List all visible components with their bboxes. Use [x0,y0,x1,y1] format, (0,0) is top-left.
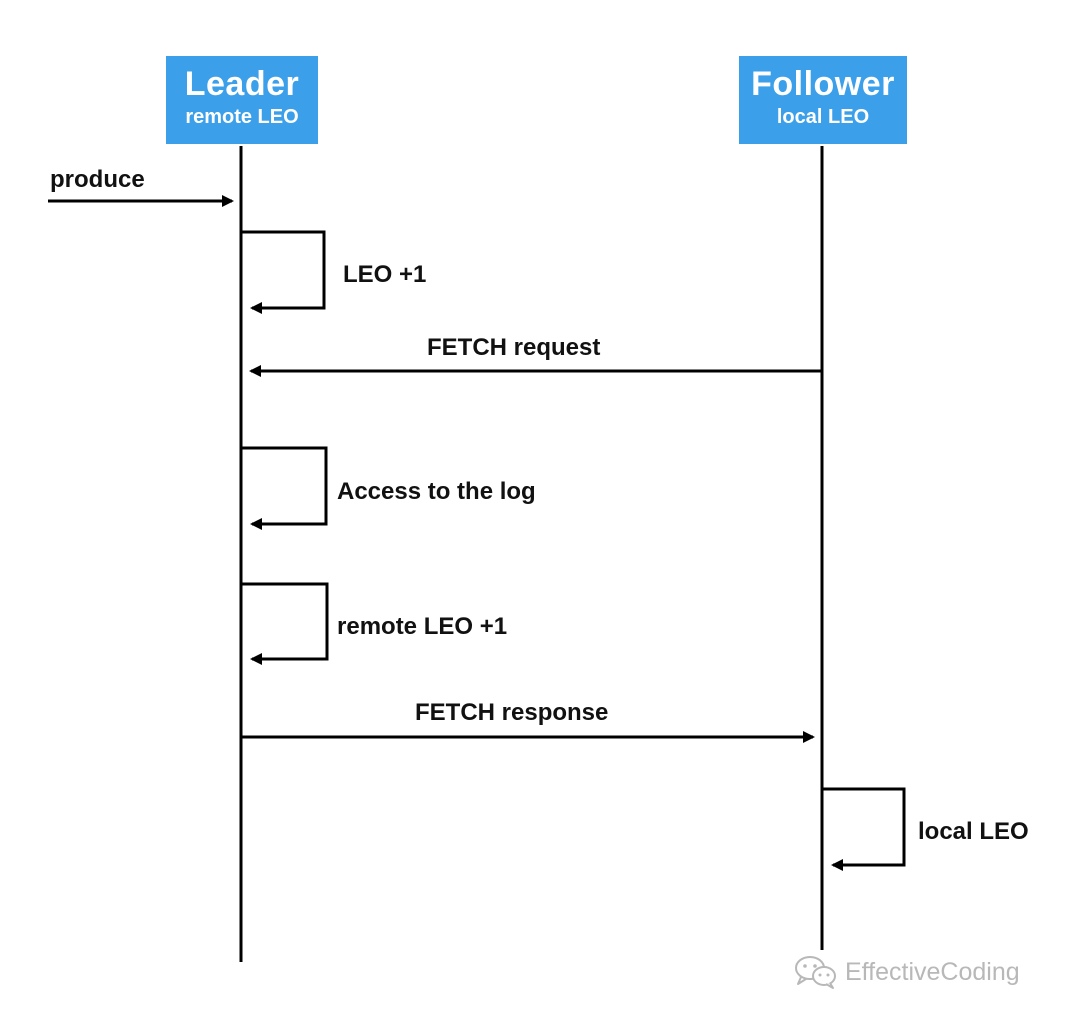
produce-label: produce [50,166,145,193]
leader-title: Leader [184,65,300,103]
fetch-response-label: FETCH response [415,699,609,726]
follower-participant: Follower local LEO [739,56,907,144]
remote-leo-increment-loop [241,582,329,665]
follower-title: Follower [751,65,895,103]
leader-subtitle: remote LEO [185,106,299,128]
follower-subtitle: local LEO [776,106,870,128]
local-leo-loop [822,787,906,871]
leo-increment-loop [241,230,326,314]
access-log-label: Access to the log [337,478,536,505]
remote-leo-increment-label: remote LEO +1 [337,613,508,640]
watermark-text: EffectiveCoding [845,957,1020,986]
watermark: EffectiveCoding [793,954,1020,990]
leo-increment-label: LEO +1 [343,261,427,288]
leader-participant: Leader remote LEO [166,56,318,144]
local-leo-label: local LEO [918,818,1029,845]
wechat-icon [795,956,836,989]
access-log-loop [241,446,328,530]
fetch-request-label: FETCH request [427,334,601,361]
